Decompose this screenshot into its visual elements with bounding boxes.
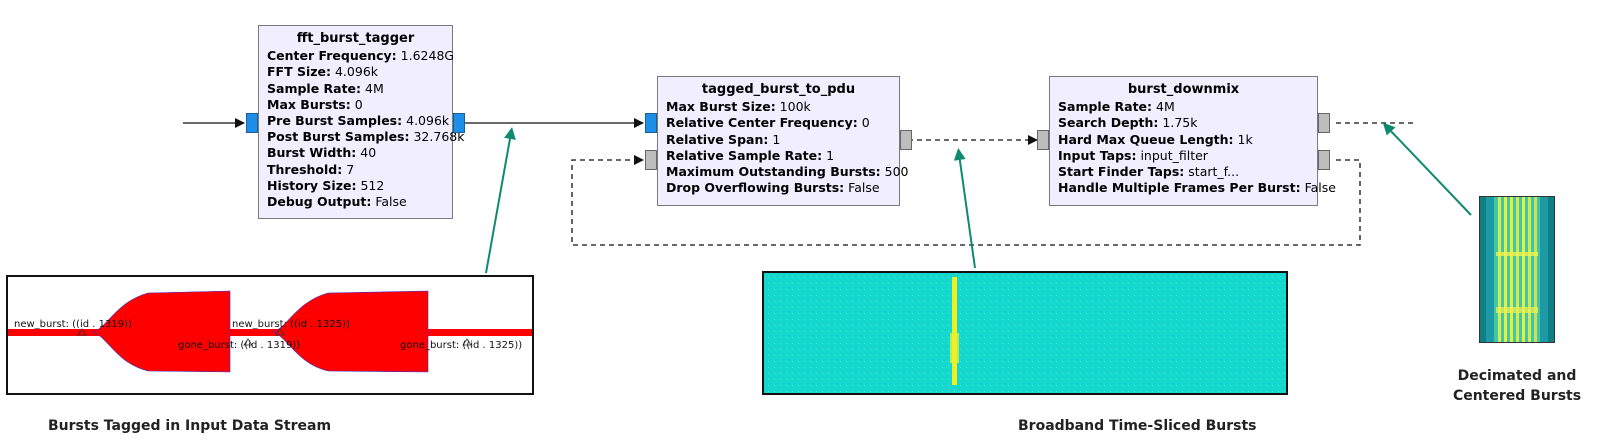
param-handle-multiple-frames: Handle Multiple Frames Per Burst: False bbox=[1058, 180, 1336, 196]
broadband-spectrogram bbox=[762, 271, 1288, 395]
tagged-burst-to-pdu-block[interactable]: tagged_burst_to_pdu Max Burst Size: 100k… bbox=[657, 76, 909, 206]
param-sample-rate: Sample Rate: 4M bbox=[1058, 99, 1175, 115]
tag-marker bbox=[243, 338, 253, 346]
param-relative-center-frequency: Relative Center Frequency: 0 bbox=[666, 115, 870, 131]
tagged-burst-to-pdu-output-port[interactable] bbox=[900, 130, 912, 150]
param-fft-size: FFT Size: 4.096k bbox=[267, 64, 379, 80]
burst-downmix-block[interactable]: burst_downmix Sample Rate: 4M Search Dep… bbox=[1049, 76, 1336, 206]
param-maximum-outstanding-bursts: Maximum Outstanding Bursts: 500 bbox=[666, 164, 909, 180]
tag-gone-burst-1: gone_burst: ((id . 1319)) bbox=[178, 340, 301, 351]
caption-decimated-line2: Centered Bursts bbox=[1452, 388, 1582, 404]
burst-streak bbox=[952, 277, 957, 385]
caption-decimated: Decimated and Centered Bursts bbox=[1448, 366, 1586, 406]
param-pre-burst-samples: Pre Burst Samples: 4.096k bbox=[267, 113, 450, 129]
block-title: fft_burst_tagger bbox=[296, 31, 415, 46]
signal-waveform bbox=[8, 290, 532, 373]
param-relative-span: Relative Span: 1 bbox=[666, 131, 781, 147]
spectrogram-image bbox=[764, 273, 1286, 393]
noise-floor bbox=[8, 329, 532, 336]
decimated-spectrogram bbox=[1480, 197, 1554, 342]
burst-downmix-input-port[interactable] bbox=[1037, 130, 1049, 150]
param-start-finder-taps: Start Finder Taps: start_f... bbox=[1058, 164, 1240, 180]
annotation-arrow-decimated bbox=[1382, 122, 1472, 216]
fft-burst-tagger-output-port[interactable] bbox=[453, 113, 465, 133]
param-search-depth: Search Depth: 1.75k bbox=[1058, 115, 1198, 131]
param-relative-sample-rate: Relative Sample Rate: 1 bbox=[666, 147, 835, 163]
param-threshold: Threshold: 7 bbox=[267, 161, 355, 177]
param-hard-max-queue-length: Hard Max Queue Length: 1k bbox=[1058, 131, 1253, 147]
param-history-size: History Size: 512 bbox=[267, 177, 385, 193]
fft-burst-tagger-block[interactable]: fft_burst_tagger Center Frequency: 1.624… bbox=[258, 25, 465, 219]
block-title: tagged_burst_to_pdu bbox=[701, 82, 856, 97]
burst-downmix-feedback-port[interactable] bbox=[1318, 150, 1330, 170]
annotation-arrow-broadband bbox=[953, 148, 976, 269]
tagged-burst-to-pdu-feedback-port[interactable] bbox=[645, 150, 657, 170]
caption-decimated-line1: Decimated and bbox=[1457, 368, 1577, 384]
tagged-burst-to-pdu-input-port[interactable] bbox=[645, 113, 657, 133]
tag-marker bbox=[275, 328, 285, 336]
burst-downmix-output-port[interactable] bbox=[1318, 113, 1330, 133]
param-center-frequency: Center Frequency: 1.6248G bbox=[267, 48, 455, 64]
param-debug-output: Debug Output: False bbox=[267, 194, 407, 210]
input-stream-plot: new_burst: ((id . 1319)) new_burst: ((id… bbox=[6, 275, 534, 395]
param-post-burst-samples: Post Burst Samples: 32.768k bbox=[267, 129, 465, 145]
fft-burst-tagger-input-port[interactable] bbox=[246, 113, 258, 133]
tag-new-burst-1: new_burst: ((id . 1319)) bbox=[14, 319, 132, 330]
param-sample-rate: Sample Rate: 4M bbox=[267, 80, 384, 96]
feedback-wire bbox=[571, 155, 1361, 246]
param-max-bursts: Max Bursts: 0 bbox=[267, 96, 363, 112]
caption-input-stream: Bursts Tagged in Input Data Stream bbox=[48, 418, 332, 434]
param-drop-overflowing-bursts: Drop Overflowing Bursts: False bbox=[666, 180, 880, 196]
tag-marker bbox=[77, 328, 87, 336]
burst-2 bbox=[272, 290, 429, 373]
tag-marker bbox=[462, 338, 472, 346]
param-input-taps: Input Taps: input_filter bbox=[1058, 147, 1208, 163]
decimated-burst-image bbox=[1479, 196, 1555, 343]
tag-gone-burst-2: gone_burst: ((id . 1325)) bbox=[400, 340, 523, 351]
annotation-arrow-input bbox=[485, 127, 516, 274]
burst-1 bbox=[92, 290, 231, 373]
param-max-burst-size: Max Burst Size: 100k bbox=[666, 99, 811, 115]
block-title: burst_downmix bbox=[1127, 82, 1240, 97]
caption-broadband: Broadband Time-Sliced Bursts bbox=[1018, 418, 1257, 434]
param-burst-width: Burst Width: 40 bbox=[267, 145, 377, 161]
tag-new-burst-2: new_burst: ((id . 1325)) bbox=[232, 319, 350, 330]
